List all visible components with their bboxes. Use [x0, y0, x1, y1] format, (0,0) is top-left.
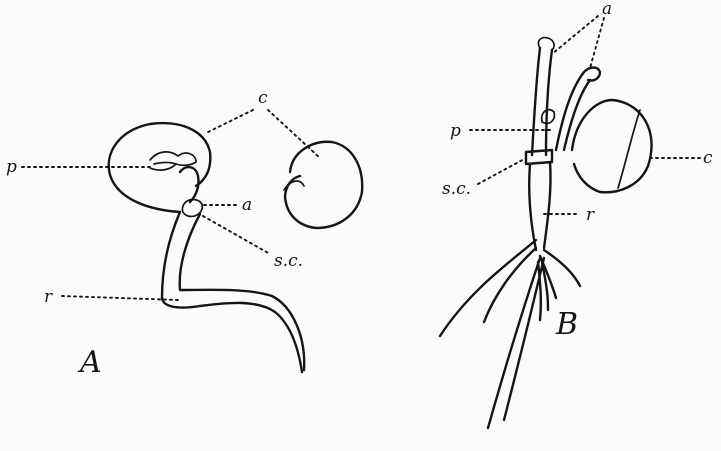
a-hypocotyl-hook — [180, 167, 199, 202]
a-right-cotyledon — [285, 142, 362, 228]
panel-a-labels: c p a s.c. r A — [6, 88, 303, 380]
b-stem — [532, 48, 552, 155]
panel-b-drawing — [440, 38, 652, 428]
a-leader-r — [62, 296, 178, 300]
b-cotyledon-rim — [618, 110, 640, 188]
b-label-a: a — [602, 0, 612, 19]
panel-a-drawing — [109, 123, 362, 372]
panel-a-leader-lines — [22, 110, 320, 300]
b-terminal-bud — [538, 38, 554, 50]
b-seed-coat — [526, 150, 552, 164]
a-leader-sc — [203, 216, 270, 254]
b-label-c: c — [703, 148, 713, 168]
a-label-r: r — [44, 287, 53, 307]
a-leader-c-left — [208, 110, 253, 132]
a-label-c: c — [258, 88, 268, 108]
a-leader-c-right — [268, 110, 320, 158]
b-leader-a-right — [590, 18, 604, 68]
b-leader-sc — [478, 158, 526, 184]
a-label-a: a — [242, 195, 252, 215]
a-panel-letter: A — [77, 345, 102, 380]
b-panel-letter: B — [555, 307, 578, 342]
b-label-p: p — [450, 121, 461, 141]
b-leader-a-left — [552, 16, 598, 54]
a-label-sc: s.c. — [274, 251, 303, 271]
b-label-r: r — [586, 205, 595, 225]
a-label-p: p — [6, 157, 17, 177]
a-radicle — [162, 212, 302, 372]
b-root-main — [529, 162, 550, 250]
b-label-sc: s.c. — [442, 179, 471, 199]
